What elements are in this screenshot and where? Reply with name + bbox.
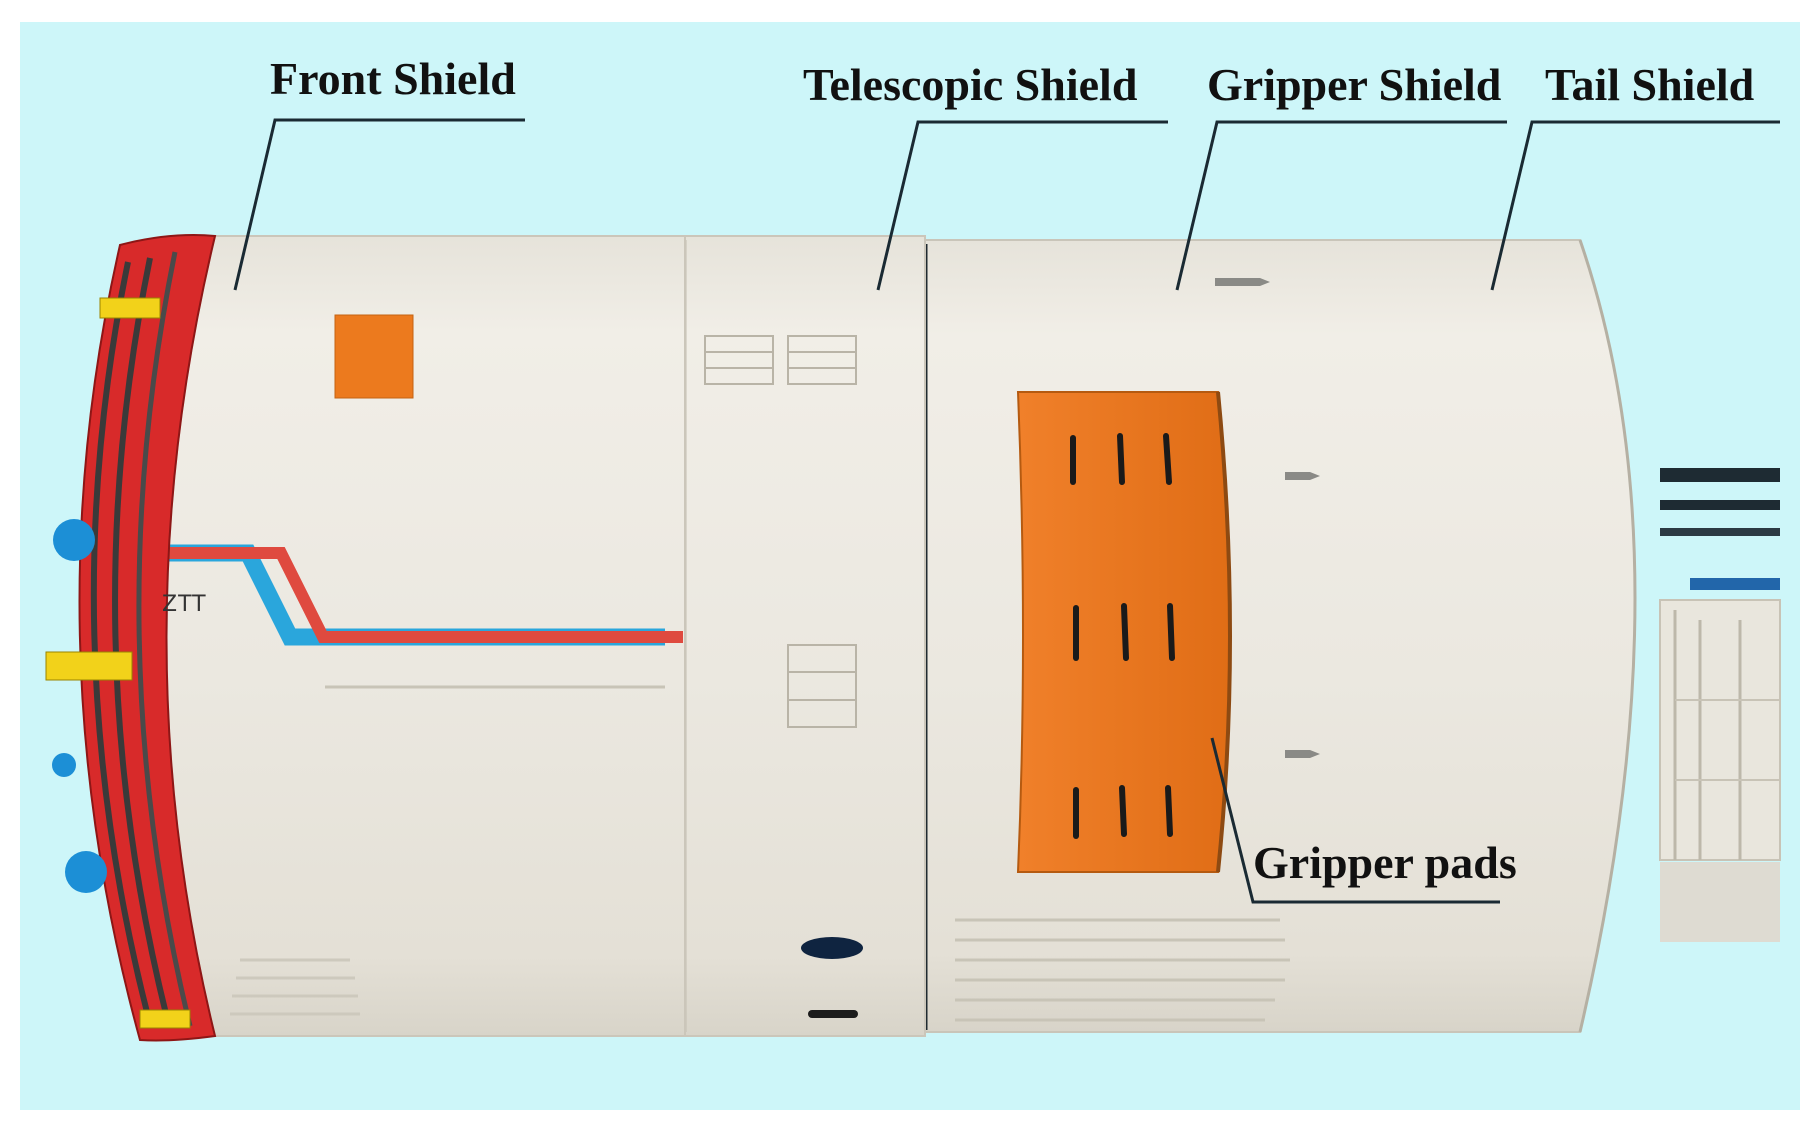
cutterhead xyxy=(45,234,217,1042)
leader-front-shield xyxy=(233,118,525,291)
telescopic-shield-body xyxy=(683,235,926,1037)
label-gripper-shield: Gripper Shield xyxy=(1207,59,1502,110)
front-shield-body xyxy=(150,235,686,1037)
gripper-pad xyxy=(1016,391,1232,873)
trailing-structure xyxy=(1659,468,1781,942)
label-front-shield: Front Shield xyxy=(270,53,516,104)
leader-gripper-shield xyxy=(1175,120,1507,291)
label-gripper-pads: Gripper pads xyxy=(1253,837,1517,888)
leader-tail-shield xyxy=(1490,120,1780,291)
machine-mark: ZTT xyxy=(162,592,207,617)
leader-gripper-pads xyxy=(1210,737,1500,904)
label-telescopic-shield: Telescopic Shield xyxy=(803,59,1138,110)
label-tail-shield: Tail Shield xyxy=(1545,59,1755,110)
leader-lines xyxy=(233,118,1780,904)
leader-telescopic-shield xyxy=(876,120,1168,291)
